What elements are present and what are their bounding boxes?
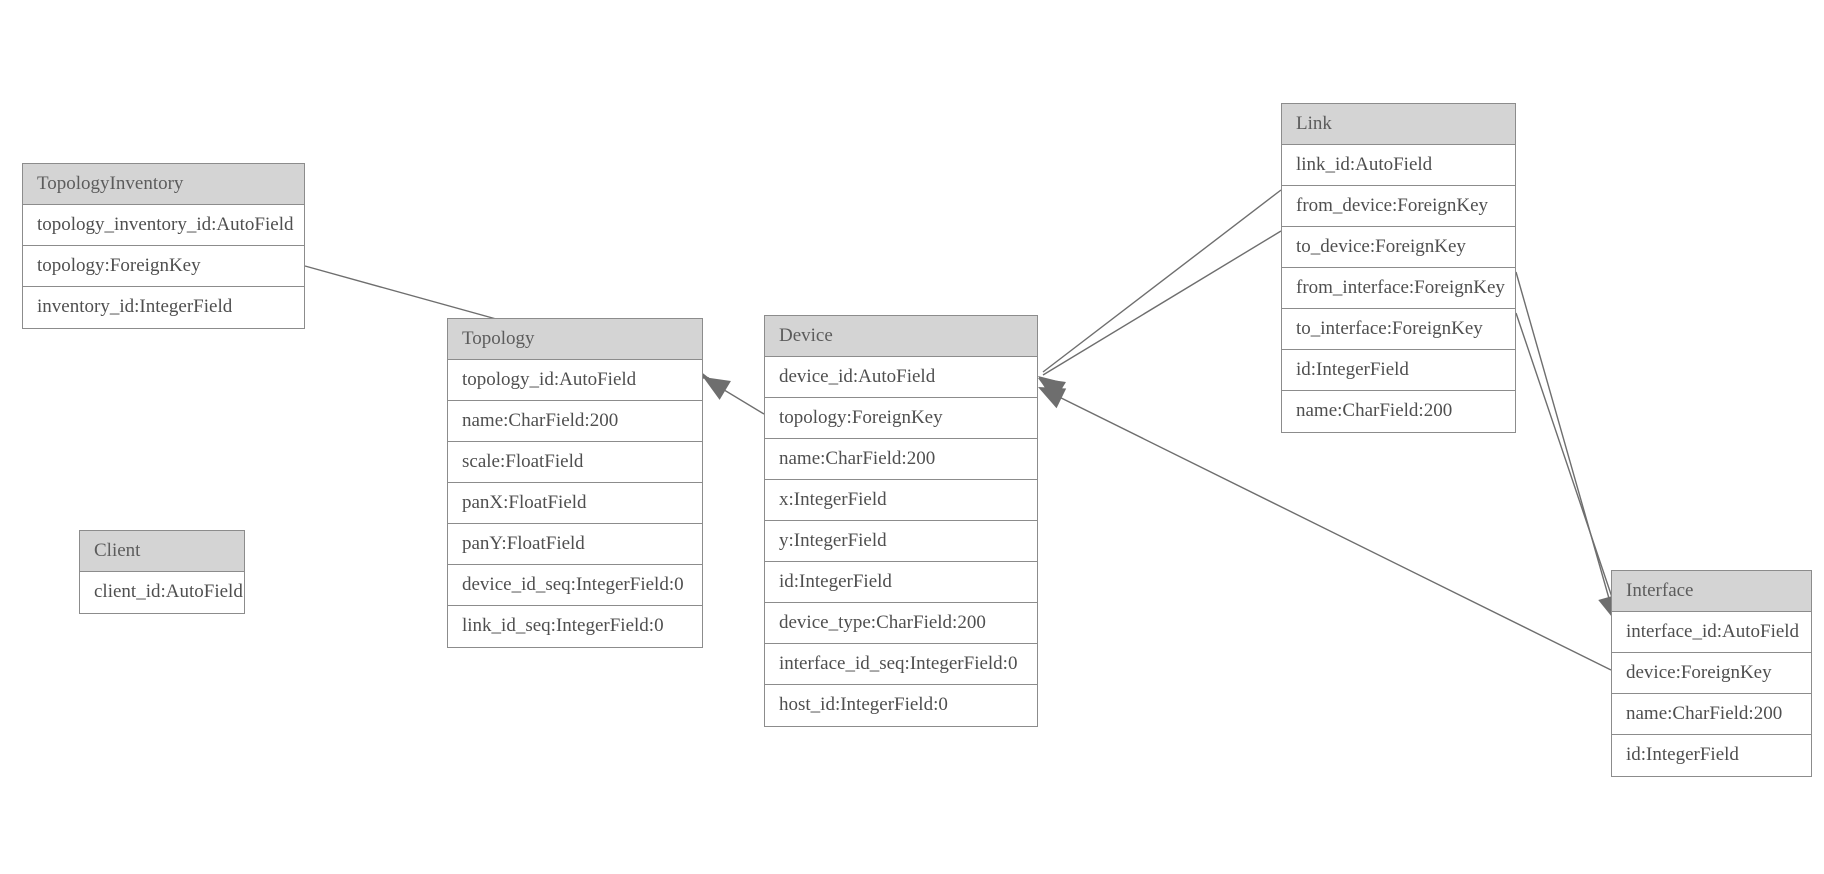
- entity-header-link: Link: [1282, 104, 1515, 145]
- relationship-line: [1515, 271, 1615, 617]
- entity-field-row: device:ForeignKey: [1612, 653, 1811, 694]
- entity-field-row: from_device:ForeignKey: [1282, 186, 1515, 227]
- entity-header-topology_inventory: TopologyInventory: [23, 164, 304, 205]
- entity-field-row: topology:ForeignKey: [23, 246, 304, 287]
- entity-field-row: scale:FloatField: [448, 442, 702, 483]
- entity-field-row: from_interface:ForeignKey: [1282, 268, 1515, 309]
- entity-field-row: id:IntegerField: [1282, 350, 1515, 391]
- entity-field-row: topology:ForeignKey: [765, 398, 1037, 439]
- entity-field-row: topology_id:AutoField: [448, 360, 702, 401]
- relationship-arrowhead: [1038, 387, 1067, 409]
- entity-field-row: name:CharField:200: [765, 439, 1037, 480]
- entity-field-row: interface_id:AutoField: [1612, 612, 1811, 653]
- entity-field-row: device_id:AutoField: [765, 357, 1037, 398]
- relationship-link-to-device: [1038, 230, 1282, 401]
- entity-field-row: device_type:CharField:200: [765, 603, 1037, 644]
- entity-header-client: Client: [80, 531, 244, 572]
- entity-field-row: topology_inventory_id:AutoField: [23, 205, 304, 246]
- entity-field-row: link_id_seq:IntegerField:0: [448, 606, 702, 647]
- entity-field-row: interface_id_seq:IntegerField:0: [765, 644, 1037, 685]
- entity-header-device: Device: [765, 316, 1037, 357]
- entity-field-row: to_interface:ForeignKey: [1282, 309, 1515, 350]
- entity-header-topology: Topology: [448, 319, 702, 360]
- relationship-link-from-interface: [1515, 271, 1620, 622]
- entity-field-row: inventory_id:IntegerField: [23, 287, 304, 328]
- entity-field-row: device_id_seq:IntegerField:0: [448, 565, 702, 606]
- entity-field-row: id:IntegerField: [765, 562, 1037, 603]
- entity-field-row: y:IntegerField: [765, 521, 1037, 562]
- entity-field-row: x:IntegerField: [765, 480, 1037, 521]
- relationship-device-topology: [703, 377, 765, 415]
- relationship-line: [705, 378, 765, 415]
- entity-field-row: name:CharField:200: [448, 401, 702, 442]
- entity-field-row: name:CharField:200: [1612, 694, 1811, 735]
- entity-field-row: to_device:ForeignKey: [1282, 227, 1515, 268]
- entity-field-row: client_id:AutoField: [80, 572, 244, 613]
- relationship-line: [1515, 312, 1620, 619]
- relationship-line: [1042, 189, 1282, 373]
- entity-fields-client: client_id:AutoField: [80, 572, 244, 613]
- entity-field-row: panY:FloatField: [448, 524, 702, 565]
- entity-field-row: id:IntegerField: [1612, 735, 1811, 776]
- entity-header-interface: Interface: [1612, 571, 1811, 612]
- entity-field-row: panX:FloatField: [448, 483, 702, 524]
- entity-field-row: name:CharField:200: [1282, 391, 1515, 432]
- relationship-link-from-device: [1038, 189, 1282, 401]
- relationship-line: [1042, 230, 1282, 376]
- entity-field-row: link_id:AutoField: [1282, 145, 1515, 186]
- entity-field-row: host_id:IntegerField:0: [765, 685, 1037, 726]
